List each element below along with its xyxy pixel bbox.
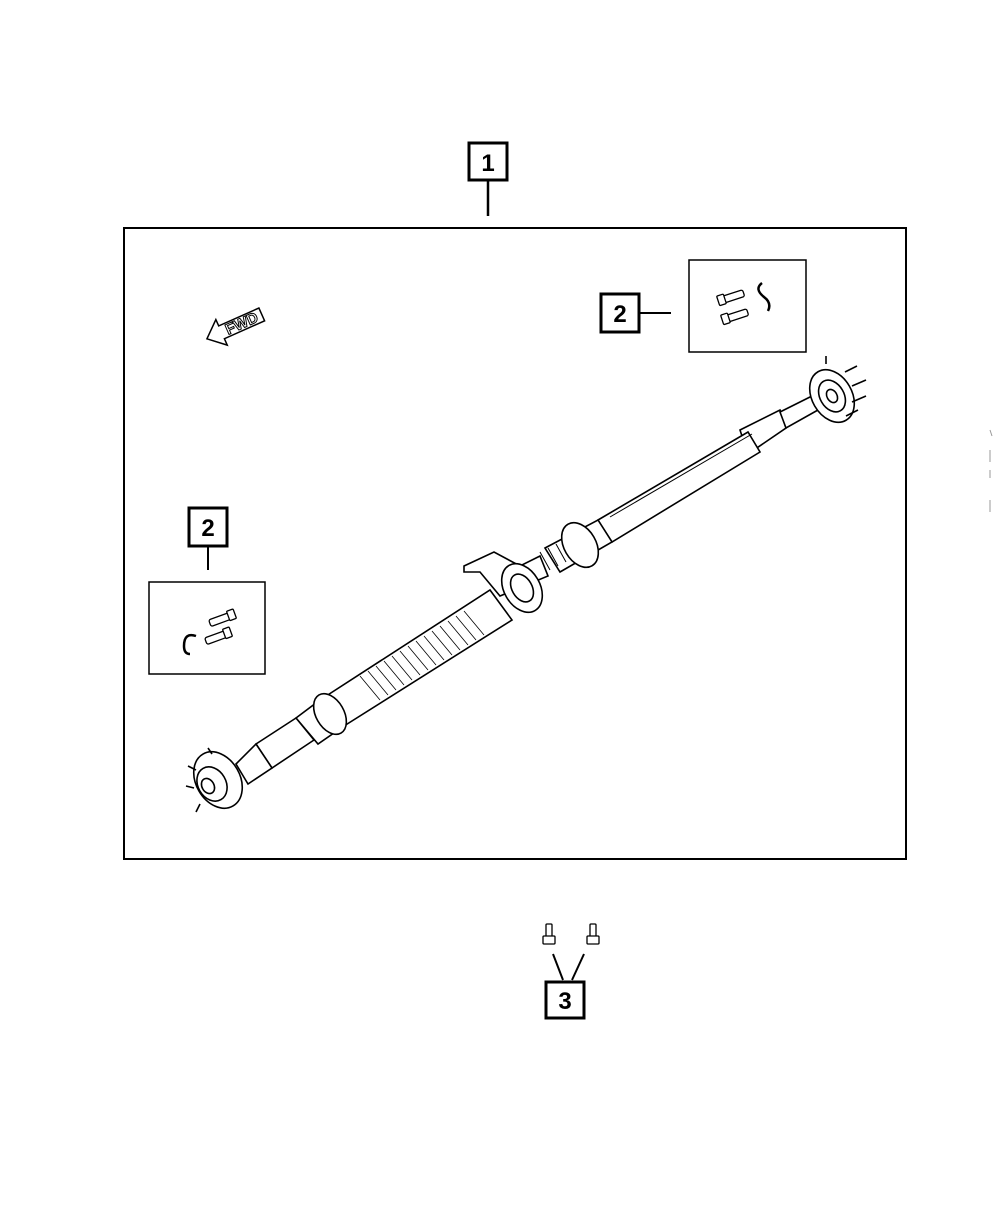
center-bearing-bracket [463, 551, 550, 614]
hardware-kit-box-left [148, 581, 266, 675]
hardware-kit-box-upper [688, 259, 807, 353]
svg-text:1: 1 [481, 150, 494, 177]
driveshaft-assembly [185, 356, 867, 813]
bolt-icon [720, 308, 749, 326]
bolt-icon [208, 608, 237, 627]
svg-text:2: 2 [613, 301, 626, 328]
fwd-arrow-icon: FWD [205, 307, 266, 347]
strap-clip-icon [182, 633, 197, 656]
bolt-icon [586, 923, 600, 945]
flange-right [808, 356, 867, 424]
callout-2-upper[interactable]: 2 [599, 292, 641, 334]
bolt-icon [542, 923, 556, 945]
strap-clip-icon [757, 282, 771, 312]
svg-text:FWD: FWD [223, 309, 261, 338]
bolt-icon [716, 289, 745, 307]
callout-3-leader [571, 953, 585, 981]
bolt-icon [204, 626, 233, 645]
flange-left [185, 747, 244, 813]
callout-2-left[interactable]: 2 [187, 506, 229, 548]
callout-3[interactable]: 3 [544, 980, 586, 1020]
assembly-frame [123, 227, 907, 860]
callout-3-leader [552, 953, 564, 981]
scan-artifact [989, 429, 993, 512]
knurled-section [359, 610, 485, 701]
svg-text:2: 2 [201, 515, 214, 542]
svg-text:3: 3 [558, 988, 571, 1015]
callout-1[interactable]: 1 [467, 141, 509, 182]
